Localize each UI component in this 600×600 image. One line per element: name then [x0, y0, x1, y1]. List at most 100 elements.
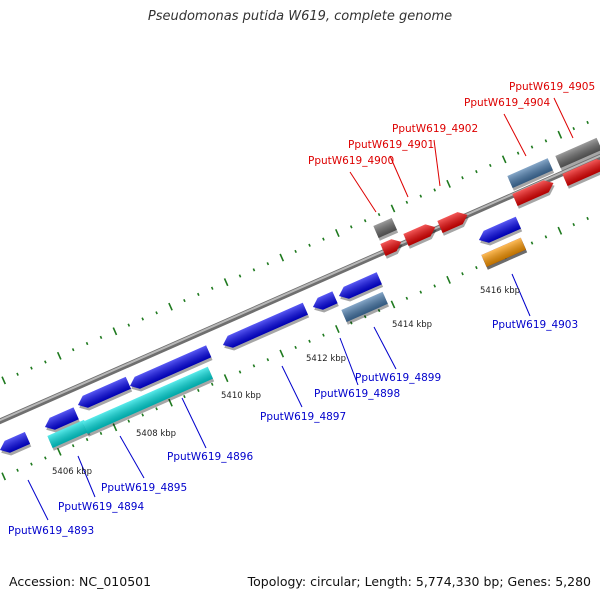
- scale-tick: [530, 241, 534, 245]
- scale-tick: [168, 398, 173, 407]
- scale-tick: [349, 225, 353, 229]
- scale-tick: [112, 423, 118, 432]
- scale-label: 5408 kbp: [136, 429, 176, 439]
- scale-tick: [419, 194, 423, 198]
- scale-tick: [44, 360, 47, 364]
- scale-tick: [586, 120, 589, 125]
- scale-tick: [390, 204, 396, 213]
- scale-label: 5406 kbp: [52, 467, 92, 477]
- gene-label-g4895: PputW619_4895: [101, 482, 187, 494]
- leader-line: [339, 337, 359, 386]
- scale-tick: [168, 302, 173, 311]
- scale-tick: [405, 200, 409, 204]
- scale-tick: [197, 388, 200, 393]
- scale-tick: [155, 407, 158, 411]
- scale-tick: [516, 151, 520, 155]
- scale-tick: [475, 265, 478, 270]
- gene-feature-g4896: [313, 291, 339, 313]
- gene-feature-g_cyan_a: [47, 419, 91, 451]
- scale-tick: [252, 364, 256, 368]
- gene-feature-g4900: [373, 217, 399, 241]
- gene-label-g4893: PputW619_4893: [8, 525, 94, 537]
- scale-tick: [99, 431, 103, 436]
- scale-tick: [377, 308, 381, 313]
- scale-tick: [85, 341, 89, 346]
- leader-line: [373, 326, 397, 370]
- scale-tick: [30, 366, 33, 370]
- leader-lines: [27, 97, 574, 521]
- scale-tick: [586, 216, 589, 221]
- scale-tick: [572, 126, 576, 131]
- gene-label-g4899: PputW619_4899: [355, 372, 441, 384]
- scale-tick: [1, 472, 7, 481]
- leader-line: [389, 155, 409, 198]
- scale-tick: [335, 325, 340, 333]
- scale-tick: [197, 292, 200, 297]
- scale-tick: [183, 394, 186, 399]
- scale-tick: [238, 370, 242, 374]
- scale-label: 5410 kbp: [221, 391, 261, 401]
- scale-label: 5414 kbp: [392, 320, 432, 330]
- gene-label-g4903: PputW619_4903: [492, 319, 578, 331]
- scale-tick: [557, 226, 563, 235]
- scale-tick: [322, 237, 325, 241]
- genome-stats-text: Topology: circular; Length: 5,774,330 bp…: [247, 574, 591, 589]
- scale-tick: [279, 349, 285, 358]
- scale-tick: [390, 300, 396, 309]
- scale-tick: [433, 188, 436, 192]
- gene-labels: PputW619_4893PputW619_4894PputW619_4895P…: [8, 81, 595, 537]
- scale-tick: [71, 444, 75, 448]
- map-title: Pseudomonas putida W619, complete genome: [147, 9, 453, 24]
- scale-tick: [294, 345, 297, 350]
- gene-feature-g_red_right_b: [562, 159, 600, 189]
- leader-line: [349, 171, 377, 213]
- scale-tick: [155, 311, 158, 315]
- scale-tick: [141, 317, 144, 321]
- gene-feature-g4899: [341, 291, 390, 325]
- gene-label-g4902: PputW619_4902: [392, 123, 478, 135]
- scale-tick: [223, 374, 229, 383]
- scale-tick: [210, 286, 214, 290]
- scale-tick: [127, 419, 131, 423]
- leader-line: [181, 397, 207, 449]
- leader-line: [77, 455, 96, 498]
- scale-tick: [377, 212, 381, 217]
- scale-tick: [44, 456, 47, 460]
- scale-tick: [308, 339, 311, 343]
- gene-feature-g4905: [555, 137, 600, 171]
- scale-label: 5412 kbp: [306, 354, 346, 364]
- gene-feature-g4894: [78, 376, 133, 411]
- gene-label-g4905: PputW619_4905: [509, 81, 595, 93]
- gene-feature-g_red_right_a: [512, 180, 555, 209]
- scale-tick: [85, 437, 89, 442]
- scale-tick: [99, 335, 103, 340]
- scale-tick: [279, 253, 285, 262]
- scale-tick: [461, 272, 464, 276]
- gene-label-g4896: PputW619_4896: [167, 451, 253, 463]
- scale-tick: [363, 315, 367, 319]
- scale-tick: [419, 290, 423, 294]
- scale-tick: [294, 249, 297, 254]
- gene-feature-g4902: [437, 212, 469, 236]
- scale-tick: [489, 163, 492, 168]
- scale-tick: [16, 468, 19, 472]
- scale-tick: [572, 222, 576, 227]
- scale-tick: [433, 284, 436, 288]
- gene-feature-g_cyan_b: [82, 366, 215, 437]
- accession-text: Accession: NC_010501: [9, 574, 152, 589]
- gene-label-g4900: PputW619_4900: [308, 155, 394, 167]
- scale-tick: [363, 219, 367, 223]
- leader-line: [281, 365, 303, 408]
- scale-tick: [446, 275, 451, 284]
- scale-tick: [30, 462, 33, 466]
- scale-tick: [544, 235, 548, 239]
- leader-line: [433, 139, 441, 187]
- scale-tick: [223, 278, 229, 287]
- scale-label: 5416 kbp: [480, 286, 520, 296]
- scale-tick: [56, 447, 62, 456]
- scale-tick: [446, 179, 451, 188]
- gene-label-g4898: PputW619_4898: [314, 388, 400, 400]
- gene-label-g4897: PputW619_4897: [260, 411, 346, 423]
- scale-tick: [210, 382, 214, 386]
